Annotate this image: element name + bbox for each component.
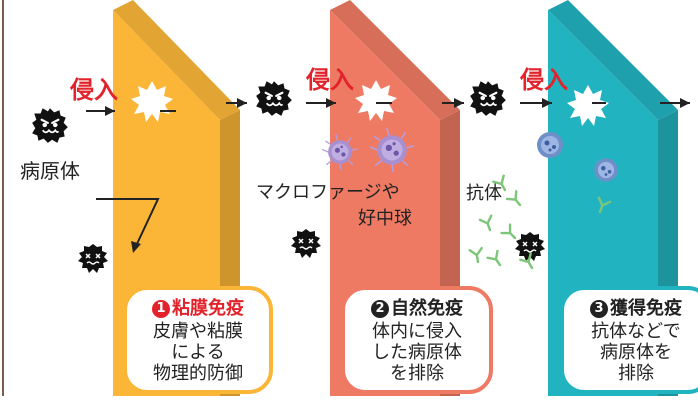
destroyed-virus-1	[77, 243, 109, 274]
wall-top-2	[330, 0, 460, 120]
arrow-out-1-head	[237, 98, 247, 108]
invasion-label-2: 侵入	[306, 66, 354, 94]
stage-title-text-3: 獲得免疫	[610, 298, 682, 319]
pathogen-virus-1	[31, 107, 69, 144]
antibody-mark-2	[505, 189, 526, 211]
pathogen-label: 病原体	[20, 159, 80, 183]
arrow-in-2-head	[326, 98, 336, 108]
antibody-mark-3	[478, 214, 497, 234]
antibody-mark-5	[486, 249, 507, 270]
stage-body-2: 体内に侵入 した病原体 を排除	[372, 321, 462, 384]
stage-title-text-2: 自然免疫	[391, 298, 463, 319]
stage-title-text-1: 粘膜免疫	[172, 298, 244, 319]
stage-number-2: 2	[371, 300, 389, 318]
invasion-label-1: 侵入	[70, 76, 118, 104]
pathogen-virus-3	[469, 80, 507, 117]
b-cell-2	[594, 158, 618, 182]
b-cell-1	[537, 132, 563, 158]
arrow-in-1-head	[105, 106, 115, 116]
arrow-deflect-head	[131, 241, 141, 253]
pathogen-virus-2	[255, 80, 293, 117]
stage-number-3: 3	[590, 300, 608, 318]
antibody-mark-4	[500, 223, 521, 244]
antibody-mark-8	[468, 246, 486, 265]
stage-body-3: 抗体などで 病原体を 排除	[591, 321, 681, 384]
arrow-out-3-head	[680, 98, 690, 108]
neutrophil-label: 好中球	[358, 208, 412, 229]
macrophage-label: マクロファージや	[256, 182, 400, 203]
wall-top-1	[113, 0, 240, 120]
arrow-in-3-head	[542, 98, 552, 108]
antibody-label: 抗体	[466, 183, 502, 204]
arrow-deflect	[96, 198, 160, 247]
stage-body-1: 皮膚や粘膜 による 物理的防御	[153, 321, 243, 384]
stage-number-1: 1	[152, 300, 170, 318]
wall-top-3	[548, 0, 678, 120]
arrow-in-2b-head	[454, 98, 464, 108]
invasion-label-3: 侵入	[520, 66, 568, 94]
destroyed-virus-2	[290, 228, 322, 259]
